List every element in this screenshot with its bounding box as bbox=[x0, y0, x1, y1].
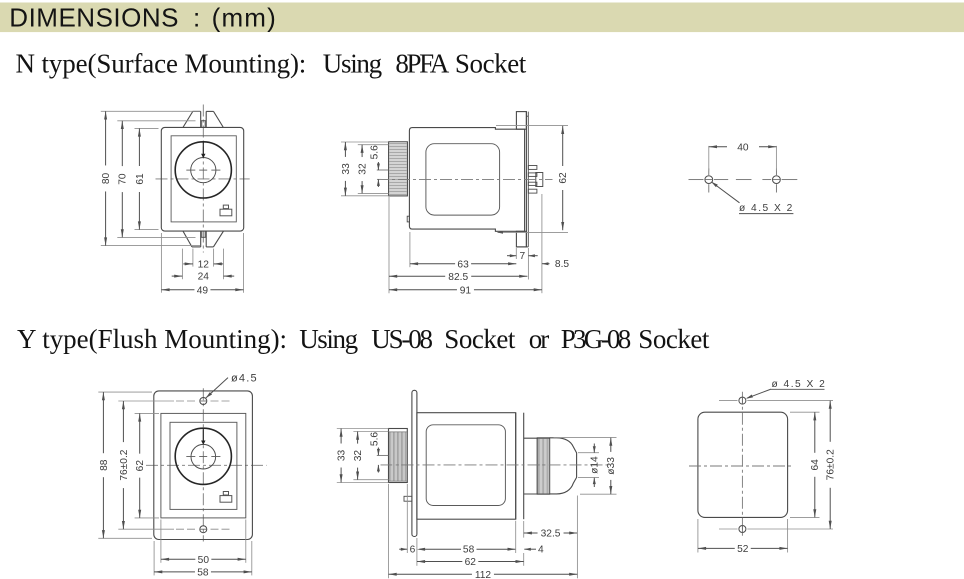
svg-text:5.6: 5.6 bbox=[369, 432, 380, 446]
svg-text:82.5: 82.5 bbox=[448, 272, 468, 283]
svg-text:33: 33 bbox=[337, 450, 348, 462]
svg-text:112: 112 bbox=[475, 570, 492, 579]
svg-text:91: 91 bbox=[460, 285, 472, 296]
svg-text:64: 64 bbox=[810, 459, 821, 471]
svg-text:Socket: Socket bbox=[444, 324, 516, 354]
svg-text:49: 49 bbox=[197, 285, 209, 296]
svg-text:62: 62 bbox=[465, 557, 477, 568]
svg-text:ø4.5: ø4.5 bbox=[231, 372, 258, 384]
svg-text:70: 70 bbox=[118, 173, 129, 185]
svg-text:Socket: Socket bbox=[455, 48, 527, 78]
svg-text:6: 6 bbox=[410, 545, 416, 556]
svg-text:62: 62 bbox=[558, 172, 569, 184]
svg-text:32.5: 32.5 bbox=[541, 529, 561, 540]
svg-text:ø 4.5 X 2: ø 4.5 X 2 bbox=[739, 203, 794, 214]
svg-text:P3G-08: P3G-08 bbox=[561, 324, 631, 354]
svg-text::: : bbox=[193, 3, 200, 33]
svg-text:40: 40 bbox=[737, 142, 749, 153]
svg-text:DIMENSIONS: DIMENSIONS bbox=[9, 3, 179, 33]
svg-text:62: 62 bbox=[135, 460, 146, 472]
svg-text:Socket: Socket bbox=[638, 324, 710, 354]
svg-text:7: 7 bbox=[519, 251, 525, 262]
svg-text:52: 52 bbox=[737, 544, 749, 555]
svg-text:32: 32 bbox=[353, 450, 364, 462]
svg-text:8PFA: 8PFA bbox=[395, 48, 449, 78]
svg-text:80: 80 bbox=[101, 172, 112, 184]
svg-text:61: 61 bbox=[135, 173, 146, 185]
svg-text:33: 33 bbox=[341, 163, 352, 175]
svg-text:or: or bbox=[529, 324, 549, 354]
svg-text:88: 88 bbox=[99, 459, 110, 471]
svg-text:50: 50 bbox=[198, 555, 210, 566]
svg-text:32: 32 bbox=[358, 163, 369, 175]
svg-text:58: 58 bbox=[463, 545, 475, 556]
svg-text:ø33: ø33 bbox=[606, 457, 617, 475]
svg-text:24: 24 bbox=[198, 272, 210, 283]
svg-text:76±0.2: 76±0.2 bbox=[826, 449, 837, 480]
svg-text:ø14: ø14 bbox=[590, 456, 601, 474]
svg-text:12: 12 bbox=[198, 260, 210, 271]
svg-text:Using: Using bbox=[323, 48, 382, 78]
svg-text:63: 63 bbox=[457, 259, 469, 270]
svg-text:N type(Surface Mounting):: N type(Surface Mounting): bbox=[16, 48, 307, 78]
svg-text:(mm): (mm) bbox=[212, 3, 277, 33]
svg-text:4: 4 bbox=[538, 545, 544, 556]
svg-text:8.5: 8.5 bbox=[555, 259, 569, 270]
svg-text:76±0.2: 76±0.2 bbox=[119, 449, 130, 480]
svg-text:ø 4.5 X 2: ø 4.5 X 2 bbox=[772, 379, 827, 390]
svg-text:Using: Using bbox=[299, 324, 357, 354]
svg-text:US-08: US-08 bbox=[371, 324, 432, 354]
svg-text:5.6: 5.6 bbox=[369, 145, 380, 159]
svg-text:58: 58 bbox=[197, 568, 209, 579]
svg-text:Y type(Flush Mounting):: Y type(Flush Mounting): bbox=[17, 324, 287, 354]
